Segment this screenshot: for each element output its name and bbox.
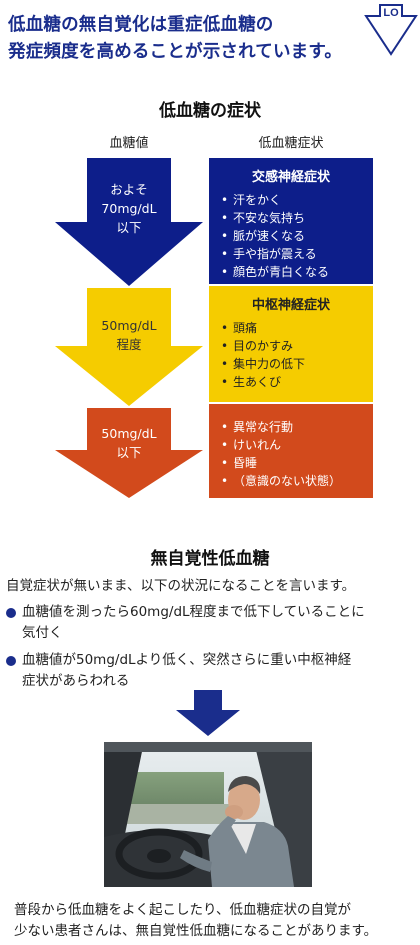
list-item: 生あくび	[219, 373, 363, 391]
list-item: 顔色が青白くなる	[219, 263, 363, 281]
list-item: 不安な気持ち	[219, 209, 363, 227]
symptom-box-central-title: 中枢神経症状	[251, 298, 330, 313]
arrow-level-2-label: 50mg/dL 程度	[101, 318, 157, 352]
list-item: 集中力の低下	[219, 355, 363, 373]
headline-line-2: 発症頻度を高めることが示されています。	[8, 42, 343, 62]
symptom-box-central: 中枢神経症状 頭痛 目のかすみ 集中力の低下 生あくび	[209, 286, 373, 402]
headline-line-1: 低血糖の無自覚化は重症低血糖の	[8, 15, 274, 35]
arrow-level-1	[55, 158, 203, 286]
list-item: 頭痛	[219, 319, 363, 337]
list-item: けいれん	[219, 436, 363, 454]
drowsy-driver-photo	[104, 742, 312, 887]
bullet-dot-icon	[6, 608, 16, 618]
arrow-level-1-label: およそ 70mg/dL 以下	[101, 182, 157, 235]
list-item: 汗をかく	[219, 191, 363, 209]
arrow-level-3-label: 50mg/dL 以下	[101, 426, 157, 460]
arrow-level-2	[55, 288, 203, 406]
symptom-box-severe: 異常な行動 けいれん 昏睡 （意識のない状態）	[209, 404, 373, 498]
column-header-symptoms: 低血糖症状	[258, 136, 324, 151]
column-header-glucose: 血糖値	[109, 136, 149, 151]
unaware-bullet-1: 血糖値を測ったら60mg/dL程度まで低下していることに 気付く	[4, 602, 414, 644]
list-item: 目のかすみ	[219, 337, 363, 355]
arrow-level-3	[55, 408, 203, 498]
unaware-intro: 自覚症状が無いまま、以下の状況になることを言います。	[6, 578, 356, 594]
logo-text: LO	[383, 7, 399, 19]
symptom-box-autonomic: 交感神経症状 汗をかく 不安な気持ち 脈が速くなる 手や指が震える 顔色が青白く…	[209, 158, 373, 284]
list-item: 手や指が震える	[219, 245, 363, 263]
footer-note: 普段から低血糖をよく起こしたり、低血糖症状の自覚が 少ない患者さんは、無自覚性低…	[14, 902, 378, 939]
bullet-dot-icon	[6, 656, 16, 666]
down-arrow-icon	[176, 690, 240, 736]
unaware-bullet-2: 血糖値が50mg/dLより低く、突然さらに重い中枢神経 症状があらわれる	[4, 650, 414, 692]
list-item: 脈が速くなる	[219, 227, 363, 245]
list-item: 昏睡	[219, 454, 363, 472]
list-item: （意識のない状態）	[219, 472, 363, 490]
symptoms-title: 低血糖の症状	[159, 101, 261, 121]
list-item: 異常な行動	[219, 418, 363, 436]
symptom-box-autonomic-title: 交感神経症状	[251, 170, 330, 185]
headline: 低血糖の無自覚化は重症低血糖の 発症頻度を高めることが示されています。	[8, 12, 368, 66]
unaware-title: 無自覚性低血糖	[150, 549, 270, 569]
lo-down-arrow-icon: LO	[364, 4, 418, 56]
